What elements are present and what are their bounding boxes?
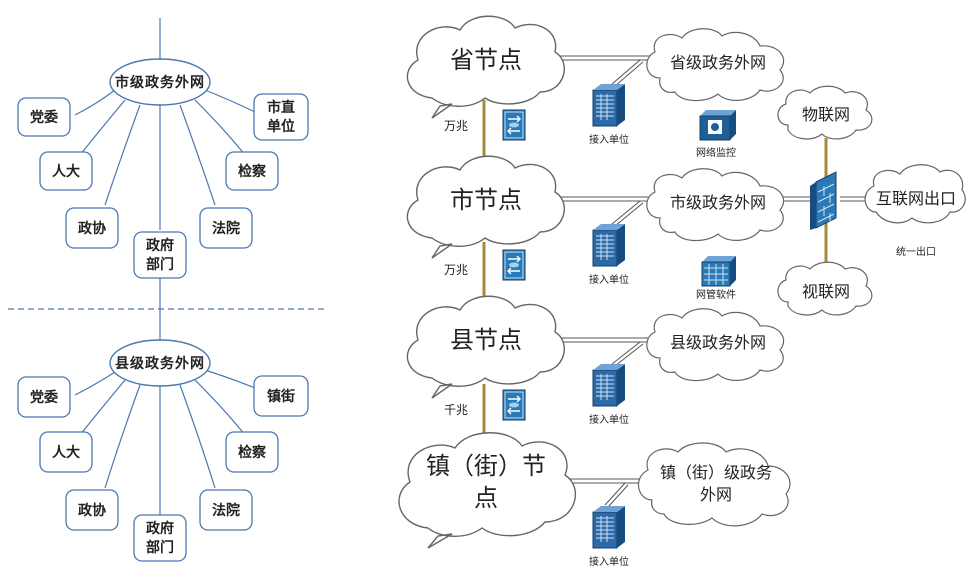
city-spokes (74, 89, 256, 230)
county-net-label: 县级政务外网 (670, 333, 766, 352)
province-node-label: 省节点 (450, 46, 522, 74)
town-node-label-line1: 镇（街）节 (426, 452, 546, 480)
net-clouds (637, 28, 966, 527)
city-node-direct-2: 单位 (267, 118, 295, 135)
county-node-congress: 人大 (52, 444, 80, 461)
city-node-cppcc: 政协 (78, 220, 106, 237)
left-city-structure: 市级政务外网 党委 人大 政协 政府 部门 法院 检察 市直 单位 (17, 18, 309, 279)
server-icon (592, 505, 626, 549)
access-unit-label: 接入单位 (589, 273, 629, 286)
switch-icon (502, 109, 526, 141)
net-mgmt-label: 网管软件 (696, 288, 736, 301)
town-node-label-line2: 点 (474, 484, 498, 512)
county-hub-label: 县级政务外网 (115, 355, 205, 372)
iot-label: 物联网 (802, 105, 850, 124)
county-node-gov-2: 部门 (146, 539, 174, 556)
video-net-label: 视联网 (802, 282, 850, 301)
switch-icon (502, 389, 526, 421)
county-node-label: 县节点 (450, 326, 522, 354)
county-node-gov-1: 政府 (146, 520, 174, 537)
city-node-gov-1: 政府 (146, 237, 174, 254)
county-node-town: 镇街 (267, 388, 295, 405)
server-icon (592, 83, 626, 127)
city-node-direct-1: 市直 (267, 99, 295, 116)
city-node-court: 法院 (212, 220, 240, 237)
internet-exit-label: 互联网出口 (876, 189, 956, 208)
server-icon (592, 363, 626, 407)
city-node-label: 市节点 (450, 186, 522, 214)
switch-icon (502, 249, 526, 281)
grid-icon (701, 256, 736, 287)
city-node-gov-2: 部门 (146, 256, 174, 273)
city-node-party: 党委 (30, 109, 58, 126)
server-icon (592, 223, 626, 267)
city-node-procuratorate: 检察 (238, 163, 267, 180)
net-monitor-label: 网络监控 (696, 146, 736, 159)
city-county-speed: 万兆 (444, 263, 468, 277)
county-node-procuratorate: 检察 (238, 444, 267, 461)
county-node-court: 法院 (212, 502, 240, 519)
unified-exit-label: 统一出口 (896, 245, 936, 258)
left-county-structure: 县级政务外网 党委 人大 政协 政府 部门 法院 检察 镇街 (17, 339, 309, 562)
province-net-label: 省级政务外网 (670, 53, 766, 72)
county-node-cppcc: 政协 (78, 502, 106, 519)
county-node-party: 党委 (30, 389, 58, 406)
access-unit-label: 接入单位 (589, 413, 629, 426)
county-town-speed: 千兆 (444, 403, 468, 417)
monitor-icon (699, 110, 736, 141)
county-spokes (74, 369, 256, 515)
node-clouds (398, 15, 576, 549)
city-net-label: 市级政务外网 (670, 193, 766, 212)
city-hub-label: 市级政务外网 (115, 74, 205, 91)
right-hierarchy: 省节点 市节点 县节点 镇（街）节 点 省级政务外网 市级政务外网 县级政务外网… (398, 15, 966, 568)
town-net-label-line1: 镇（街）级政务 (660, 463, 772, 482)
town-net-label-line2: 外网 (700, 485, 732, 504)
firewall-icon (810, 171, 837, 230)
access-unit-label: 接入单位 (589, 133, 629, 146)
city-node-congress: 人大 (52, 163, 80, 180)
province-city-speed: 万兆 (444, 119, 468, 133)
access-unit-label: 接入单位 (589, 555, 629, 568)
